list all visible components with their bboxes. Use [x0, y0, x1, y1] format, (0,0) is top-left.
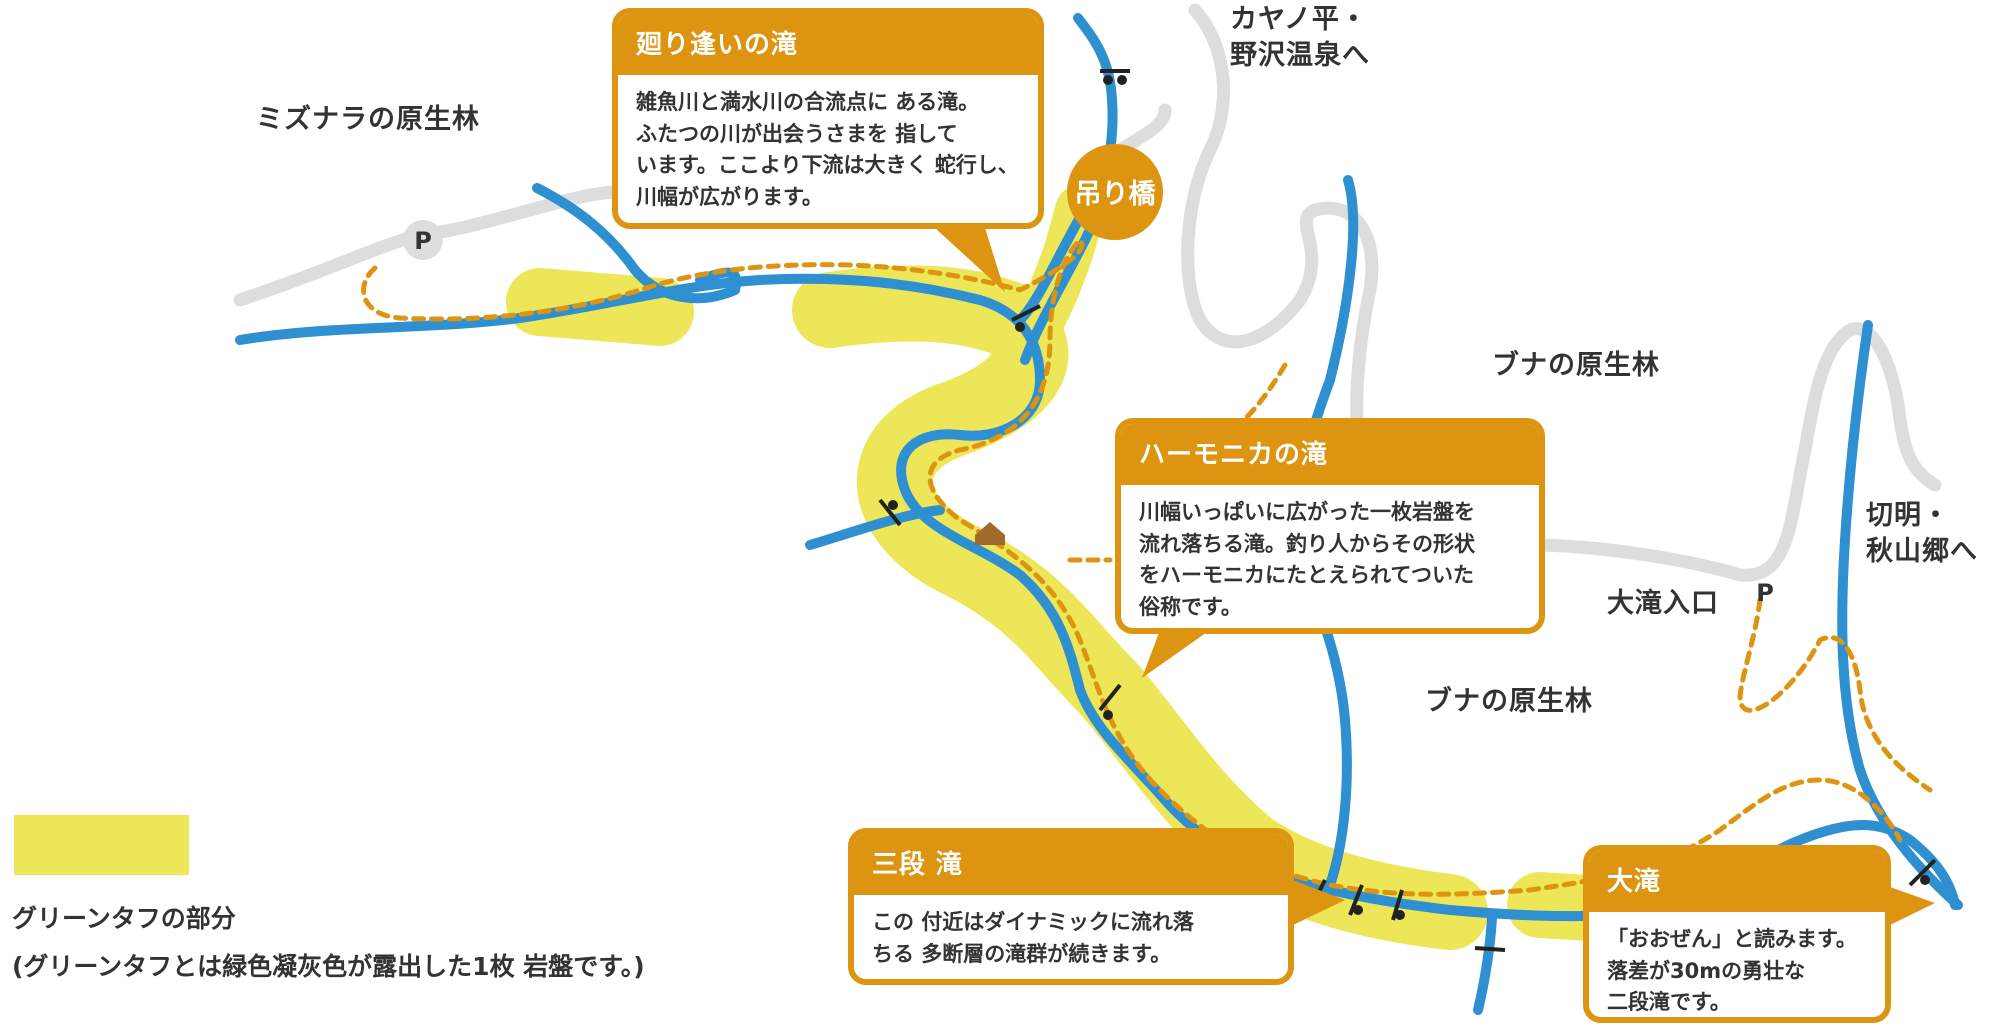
callout-sandan-falls: 三段 滝 この 付近はダイナミックに流れ落 ちる 多断層の滝群が続きます。	[848, 828, 1294, 985]
waterfall-markers	[878, 69, 1937, 952]
waterfall-marker-meguriai	[1011, 304, 1041, 332]
suspension-bridge-badge: 吊り橋	[1067, 144, 1163, 240]
callout-harmonica-body: 川幅いっぱいに広がった一枚岩盤を 流れ落ちる滝。釣り人からその形状 をハーモニカ…	[1139, 500, 1475, 619]
callout-otaki-title: 大滝	[1589, 851, 1885, 912]
waterfall-marker-sandan-2	[1348, 884, 1364, 916]
lodge-icon	[975, 522, 1005, 545]
waterfall-marker-south	[1474, 946, 1506, 952]
label-mizunara-forest: ミズナラの原生林	[256, 104, 480, 135]
label-kirime-akiyamago: 切明・ 秋山郷へ	[1866, 500, 1978, 568]
river-tributary-south	[1473, 913, 1497, 1015]
callout-meguriai-falls: 廻り逢いの滝 雑魚川と満水川の合流点に ある滝。 ふたつの川が出会うさまを 指し…	[612, 8, 1044, 229]
callout-sandan-body: この 付近はダイナミックに流れ落 ちる 多断層の滝群が続きます。	[872, 910, 1194, 966]
label-kayanodaira: カヤノ平・ 野沢温泉へ	[1230, 4, 1370, 72]
callout-tail-sandan	[1293, 880, 1345, 925]
suspension-bridge-label: 吊り橋	[1075, 179, 1157, 210]
roads	[233, 3, 1942, 582]
legend-note: (グリーンタフとは緑色凝灰色が露出した1枚 岩盤です。)	[12, 951, 645, 981]
parking-icon-otaki: P	[1756, 579, 1774, 607]
legend-text: グリーンタフの部分 (グリーンタフとは緑色凝灰色が露出した1枚 岩盤です。)	[12, 895, 645, 990]
waterfall-marker-west	[878, 498, 902, 527]
callout-otaki-body: 「おおぜん」と読みます。 落差が30mの勇壮な 二段滝です。	[1607, 927, 1857, 1014]
callout-tail-meguriai	[935, 228, 1005, 292]
label-buna-forest-1: ブナの原生林	[1492, 350, 1660, 381]
parking-icon-west: P	[403, 220, 443, 260]
callout-sandan-title: 三段 滝	[854, 834, 1288, 895]
callout-tails	[935, 228, 1935, 925]
waterfall-marker-top	[1100, 69, 1130, 85]
waterfall-marker-otaki	[1908, 858, 1937, 887]
callout-meguriai-body: 雑魚川と満水川の合流点に ある滝。 ふたつの川が出会うさまを 指して います。こ…	[636, 90, 1019, 209]
trail-east-loop	[1737, 597, 1933, 793]
label-buna-forest-2: ブナの原生林	[1425, 686, 1593, 717]
river-tributary-east	[1837, 320, 1963, 910]
callout-tail-harmonica	[1142, 630, 1210, 678]
river-tributary-w	[805, 505, 945, 550]
label-otaki-entrance: 大滝入口	[1607, 588, 1719, 619]
callout-meguriai-title: 廻り逢いの滝	[618, 14, 1038, 75]
parking-icon-otaki-label: P	[1756, 579, 1774, 607]
callout-tail-otaki	[1890, 887, 1935, 925]
waterfall-marker-harmonica	[1098, 683, 1122, 720]
river-tributary-nw	[532, 183, 742, 304]
callout-harmonica-falls: ハーモニカの滝 川幅いっぱいに広がった一枚岩盤を 流れ落ちる滝。釣り人からその形…	[1115, 418, 1545, 634]
legend-title: グリーンタフの部分	[12, 904, 236, 933]
callout-harmonica-title: ハーモニカの滝	[1121, 424, 1539, 485]
waterfall-marker-sandan-3	[1391, 889, 1405, 921]
callout-otaki-falls: 大滝 「おおぜん」と読みます。 落差が30mの勇壮な 二段滝です。	[1583, 845, 1891, 1023]
road-north	[1181, 3, 1379, 527]
legend-green-tuff-swatch	[14, 815, 189, 875]
parking-icon-west-label: P	[414, 227, 432, 255]
